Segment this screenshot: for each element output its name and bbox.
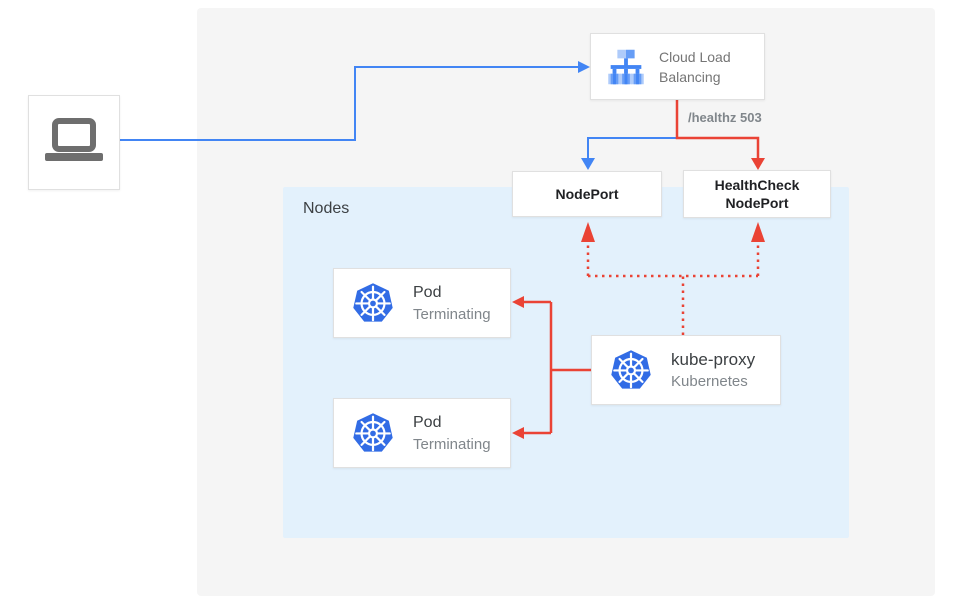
healthcheck-nodeport-card: HealthCheck NodePort — [683, 170, 831, 218]
client-laptop-card — [28, 95, 120, 190]
cloud-load-balancing-label: Cloud Load Balancing — [659, 48, 731, 85]
kube-proxy-card: kube-proxy Kubernetes — [591, 335, 781, 405]
kube-proxy-subtitle: Kubernetes — [671, 372, 748, 390]
pod2-status: Terminating — [413, 435, 491, 453]
pod1-status: Terminating — [413, 305, 491, 323]
kube-proxy-title: kube-proxy — [671, 349, 756, 369]
healthcheck-label-line1: HealthCheck — [714, 177, 800, 193]
healthcheck-label-line2: NodePort — [725, 195, 789, 211]
pod1-title: Pod — [413, 283, 442, 301]
pod2-title: Pod — [413, 413, 442, 431]
pod1-card: Pod Terminating — [333, 268, 511, 338]
nodes-label: Nodes — [303, 200, 350, 217]
pod2-labels: Pod Terminating — [413, 412, 491, 455]
kubernetes-icon — [611, 350, 651, 389]
laptop-icon — [45, 117, 103, 161]
pod1-labels: Pod Terminating — [413, 282, 491, 325]
healthz-503-label: /healthz 503 — [688, 110, 762, 125]
kubernetes-icon — [353, 413, 393, 452]
pod2-card: Pod Terminating — [333, 398, 511, 468]
kubernetes-icon — [353, 283, 393, 322]
cloud-load-balancing-icon — [608, 49, 644, 84]
cloud-load-balancing-card: Cloud Load Balancing — [590, 33, 765, 100]
nodeport-card: NodePort — [512, 171, 662, 217]
nodeport-label: NodePort — [555, 186, 619, 202]
kube-proxy-labels: kube-proxy Kubernetes — [671, 349, 755, 392]
